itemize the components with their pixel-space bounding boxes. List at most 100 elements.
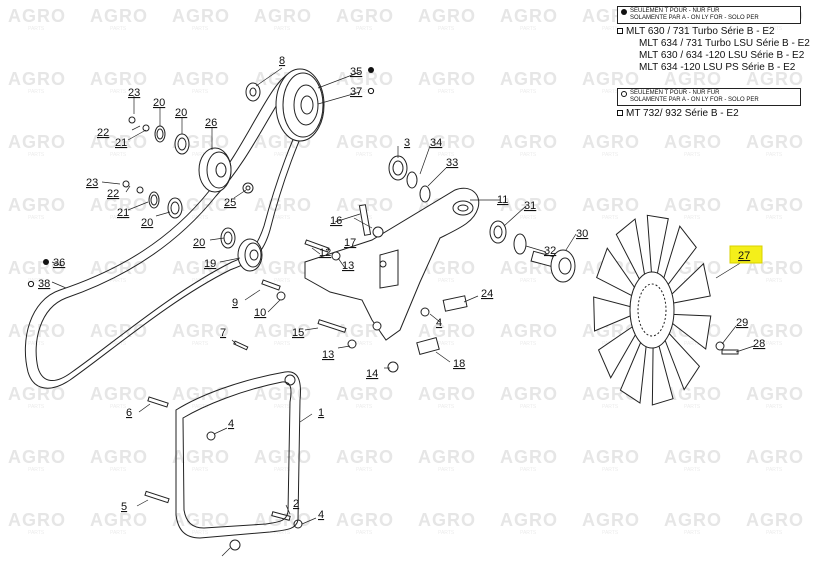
watermark-text: AGRO — [172, 195, 230, 215]
watermark-subtext: PARTS — [520, 530, 537, 536]
watermark-subtext: PARTS — [28, 89, 45, 95]
part-label-22: 22 — [97, 127, 109, 139]
fan-bracket — [304, 187, 480, 341]
watermark-text: AGRO — [336, 69, 394, 89]
cooling-fan — [593, 214, 712, 406]
model-line: MLT 634 / 731 Turbo LSU Série B - E2 — [639, 38, 810, 49]
part-label-7: 7 — [220, 327, 226, 339]
watermark-text: AGRO — [418, 510, 476, 530]
watermark-text: AGRO — [172, 6, 230, 26]
legend-notice-box: SEULEMEN T POUR - NUR FUR SOLAMENTE PAR … — [617, 88, 801, 106]
watermark-text: AGRO — [254, 321, 312, 341]
watermark-subtext: PARTS — [110, 467, 127, 473]
watermark-subtext: PARTS — [684, 530, 701, 536]
watermark-text: AGRO — [8, 69, 66, 89]
watermark-text: AGRO — [746, 510, 804, 530]
model-line: MT 732/ 932 Série B - E2 — [617, 108, 801, 120]
part-label-28: 28 — [753, 338, 765, 350]
watermark-subtext: PARTS — [110, 278, 127, 284]
part-label-19: 19 — [204, 258, 216, 270]
fan-blade — [646, 214, 669, 282]
watermark-text: AGRO — [8, 195, 66, 215]
watermark-subtext: PARTS — [110, 89, 127, 95]
watermark-subtext: PARTS — [192, 467, 209, 473]
watermark-subtext: PARTS — [110, 152, 127, 158]
watermark-subtext: PARTS — [766, 215, 783, 221]
watermark-subtext: PARTS — [520, 215, 537, 221]
watermark-subtext: PARTS — [438, 26, 455, 32]
watermark-subtext: PARTS — [192, 341, 209, 347]
watermark-subtext: PARTS — [602, 404, 619, 410]
watermark-subtext: PARTS — [602, 215, 619, 221]
part-label-4: 4 — [318, 509, 324, 521]
watermark-subtext: PARTS — [356, 152, 373, 158]
watermark-subtext: PARTS — [438, 530, 455, 536]
part-label-22: 22 — [107, 188, 119, 200]
part-label-6: 6 — [126, 407, 132, 419]
part-label-27: 27 — [738, 250, 750, 262]
watermark-subtext: PARTS — [274, 278, 291, 284]
watermark-subtext: PARTS — [274, 152, 291, 158]
watermark-subtext: PARTS — [602, 467, 619, 473]
fan-blade — [619, 335, 648, 404]
filled-dot-icon — [621, 9, 627, 15]
fan-blade — [661, 225, 697, 290]
watermark-subtext: PARTS — [356, 89, 373, 95]
model-line: MLT 634 -120 LSU PS Série B - E2 — [639, 62, 796, 73]
watermark-subtext: PARTS — [28, 26, 45, 32]
watermark-text: AGRO — [582, 69, 640, 89]
main-pulley — [275, 68, 325, 142]
watermark-text: AGRO — [664, 195, 722, 215]
watermark-text: AGRO — [90, 510, 148, 530]
watermark-text: AGRO — [336, 6, 394, 26]
part-label-35: 35 — [350, 66, 362, 78]
watermark-text: AGRO — [500, 69, 558, 89]
watermark-text: AGRO — [746, 447, 804, 467]
watermark-subtext: PARTS — [684, 341, 701, 347]
watermark-subtext: PARTS — [766, 404, 783, 410]
watermark-text: AGRO — [336, 447, 394, 467]
bolts — [144, 204, 739, 551]
watermark-text: AGRO — [8, 447, 66, 467]
watermark-text: AGRO — [254, 447, 312, 467]
part-label-21: 21 — [117, 207, 129, 219]
watermark-subtext: PARTS — [520, 89, 537, 95]
bearings-center — [388, 155, 431, 203]
watermark-subtext: PARTS — [28, 278, 45, 284]
watermark-subtext: PARTS — [520, 152, 537, 158]
part-label-13: 13 — [342, 260, 354, 272]
watermark-text: AGRO — [8, 132, 66, 152]
watermark-text: AGRO — [418, 6, 476, 26]
part-label-15: 15 — [292, 327, 304, 339]
watermark-text: AGRO — [746, 384, 804, 404]
fan-blade — [596, 247, 639, 299]
watermark-subtext: PARTS — [684, 152, 701, 158]
watermark-text: AGRO — [664, 447, 722, 467]
watermark-subtext: PARTS — [684, 404, 701, 410]
watermark-subtext: PARTS — [602, 89, 619, 95]
watermark-text: AGRO — [500, 510, 558, 530]
watermark-subtext: PARTS — [192, 26, 209, 32]
part-label-31: 31 — [524, 200, 536, 212]
watermark-subtext: PARTS — [520, 404, 537, 410]
legend-filled-dot: SEULEMEN T POUR - NUR FUR SOLAMENTE PAR … — [617, 6, 810, 74]
watermark-text: AGRO — [418, 258, 476, 278]
watermark-text: AGRO — [664, 510, 722, 530]
watermark-subtext: PARTS — [28, 152, 45, 158]
part-label-23: 23 — [128, 87, 140, 99]
watermark-text: AGRO — [254, 258, 312, 278]
watermark-subtext: PARTS — [110, 404, 127, 410]
legend-ring-dot: SEULEMEN T POUR - NUR FUR SOLAMENTE PAR … — [617, 88, 801, 120]
watermark-subtext: PARTS — [438, 341, 455, 347]
watermark-subtext: PARTS — [766, 278, 783, 284]
watermark-text: AGRO — [500, 132, 558, 152]
watermark-subtext: PARTS — [28, 530, 45, 536]
part-label-13: 13 — [322, 349, 334, 361]
fan-blade — [651, 338, 674, 406]
watermark-text: AGRO — [418, 321, 476, 341]
fan-blade — [593, 296, 635, 332]
watermark-subtext: PARTS — [192, 404, 209, 410]
model-line: MLT 630 / 634 -120 LSU Série B - E2 — [639, 50, 805, 61]
watermark-text: AGRO — [500, 384, 558, 404]
watermark-subtext: PARTS — [356, 467, 373, 473]
